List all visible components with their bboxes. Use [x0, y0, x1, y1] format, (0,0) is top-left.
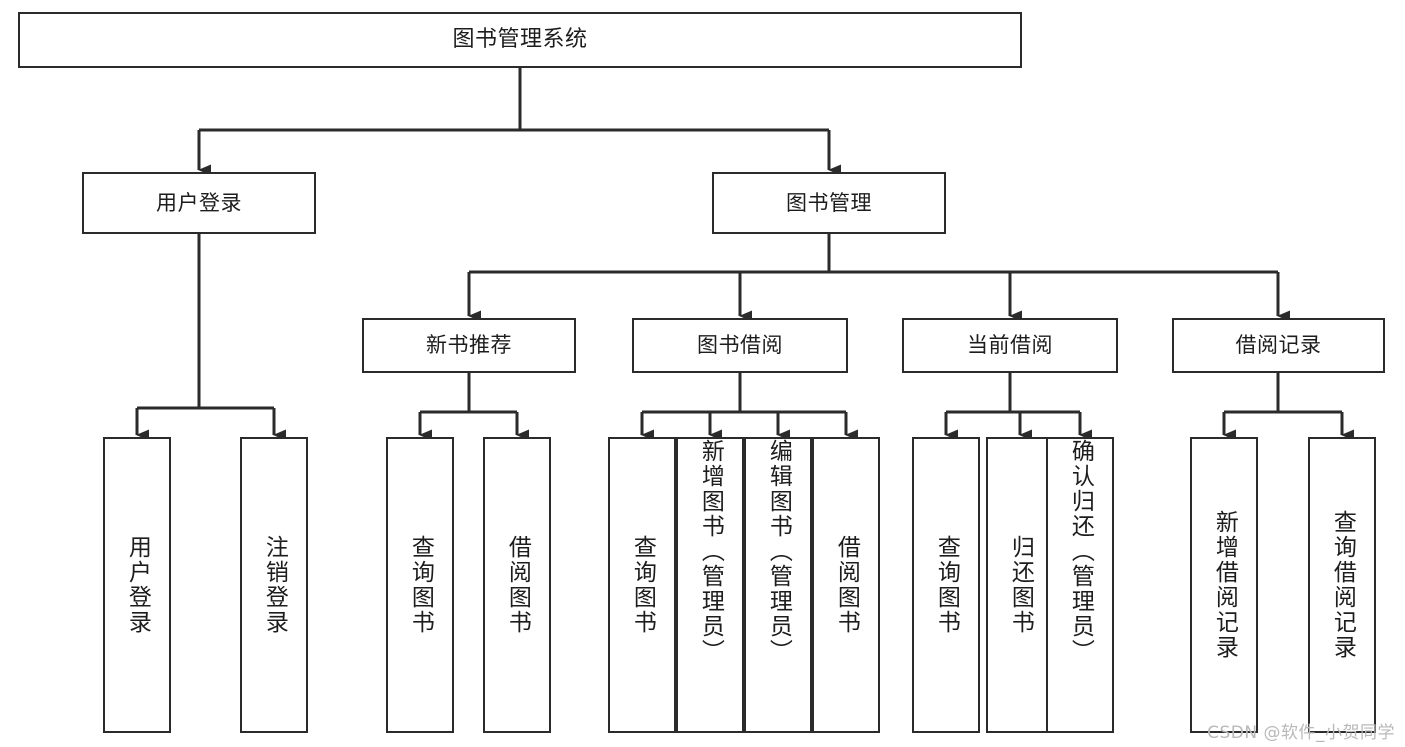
node-leaf-return-book[interactable]: 归还图书 — [986, 437, 1054, 733]
node-leaf-confirm-return[interactable]: 确认归还（管理员） — [1046, 437, 1114, 733]
node-leaf-query-book-cur-label: 查询图书 — [933, 535, 960, 635]
node-leaf-add-record-label: 新增借阅记录 — [1211, 510, 1238, 660]
node-leaf-edit-book-label: 编辑图书（管理员） — [765, 439, 792, 664]
node-leaf-query-book-cur[interactable]: 查询图书 — [912, 437, 980, 733]
node-leaf-confirm-return-label: 确认归还（管理员） — [1067, 439, 1094, 664]
node-leaf-borrow-book[interactable]: 借阅图书 — [812, 437, 880, 733]
node-book-borrow[interactable]: 图书借阅 — [632, 318, 848, 373]
csdn-watermark: CSDN @软件_小贺同学 — [1207, 723, 1395, 743]
node-leaf-query-book-rec[interactable]: 查询图书 — [386, 437, 454, 733]
node-leaf-user-login[interactable]: 用户登录 — [103, 437, 171, 733]
node-leaf-add-book[interactable]: 新增图书（管理员） — [676, 437, 744, 733]
node-leaf-user-login-label: 用户登录 — [124, 535, 151, 635]
node-new-book-recommend[interactable]: 新书推荐 — [362, 318, 576, 373]
node-root-label: 图书管理系统 — [452, 27, 588, 53]
node-leaf-borrow-book-rec-label: 借阅图书 — [504, 535, 531, 635]
node-book-borrow-label: 图书借阅 — [697, 333, 783, 358]
node-leaf-query-book-borrow-label: 查询图书 — [629, 535, 656, 635]
node-leaf-query-book-rec-label: 查询图书 — [407, 535, 434, 635]
node-current-borrow[interactable]: 当前借阅 — [902, 318, 1118, 373]
node-leaf-user-logout-label: 注销登录 — [261, 535, 288, 635]
node-borrow-record[interactable]: 借阅记录 — [1172, 318, 1385, 373]
node-user-login[interactable]: 用户登录 — [82, 172, 316, 234]
node-leaf-user-logout[interactable]: 注销登录 — [240, 437, 308, 733]
node-leaf-query-record-label: 查询借阅记录 — [1329, 510, 1356, 660]
node-book-manage[interactable]: 图书管理 — [712, 172, 946, 234]
node-leaf-add-book-label: 新增图书（管理员） — [697, 439, 724, 664]
node-book-manage-label: 图书管理 — [786, 190, 872, 215]
node-leaf-borrow-book-rec[interactable]: 借阅图书 — [483, 437, 551, 733]
node-leaf-query-record[interactable]: 查询借阅记录 — [1308, 437, 1376, 733]
node-leaf-borrow-book-label: 借阅图书 — [833, 535, 860, 635]
node-current-borrow-label: 当前借阅 — [967, 333, 1053, 358]
node-leaf-edit-book[interactable]: 编辑图书（管理员） — [744, 437, 812, 733]
node-leaf-add-record[interactable]: 新增借阅记录 — [1190, 437, 1258, 733]
node-new-book-recommend-label: 新书推荐 — [426, 333, 512, 358]
node-root[interactable]: 图书管理系统 — [18, 12, 1022, 68]
node-user-login-label: 用户登录 — [156, 190, 242, 215]
node-leaf-return-book-label: 归还图书 — [1007, 535, 1034, 635]
node-leaf-query-book-borrow[interactable]: 查询图书 — [608, 437, 676, 733]
node-borrow-record-label: 借阅记录 — [1235, 333, 1322, 358]
